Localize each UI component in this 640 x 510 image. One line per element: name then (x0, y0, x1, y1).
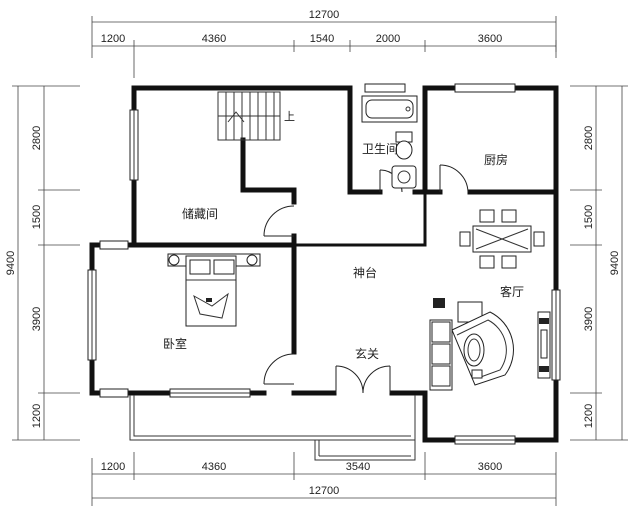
dim-top-total: 12700 (309, 9, 340, 21)
dim-left-total: 9400 (5, 251, 17, 275)
dim-top-seg-3: 1540 (310, 33, 334, 45)
front-porch (129, 395, 416, 461)
dim-top-seg-1: 1200 (101, 33, 125, 45)
dim-left-seg-3: 3900 (31, 307, 43, 331)
dim-bottom-seg-3: 3540 (346, 461, 370, 473)
dim-top-seg-5: 3600 (478, 33, 502, 45)
dimension-labels: 12700 1200 4360 1540 2000 3600 1200 4360… (5, 9, 621, 497)
dim-left-seg-4: 1200 (31, 404, 43, 428)
dim-right-seg-2: 1500 (583, 205, 595, 229)
dimension-lines (12, 16, 628, 506)
dim-top-seg-4: 2000 (376, 33, 400, 45)
room-label-storage: 储藏间 (182, 206, 218, 221)
room-label-bathroom: 卫生间 (362, 142, 398, 156)
room-label-altar: 神台 (353, 265, 377, 280)
dim-right-seg-1: 2800 (583, 126, 595, 150)
dim-top-seg-2: 4360 (202, 33, 226, 45)
dim-bottom-seg-1: 1200 (101, 461, 125, 473)
windows (87, 83, 561, 445)
dining-table (459, 209, 545, 269)
bed (167, 253, 261, 327)
dim-right-total: 9400 (609, 251, 621, 275)
dim-right-seg-3: 3900 (583, 307, 595, 331)
room-labels: 储藏间 卫生间 厨房 客厅 神台 卧室 玄关 (163, 142, 524, 361)
staircase: 上 (217, 91, 295, 141)
room-label-entrance: 玄关 (355, 346, 379, 361)
dim-bottom-total: 12700 (309, 485, 340, 497)
room-label-bedroom: 卧室 (163, 336, 187, 351)
dim-bottom-seg-4: 3600 (478, 461, 502, 473)
bathroom-fixtures (361, 95, 418, 189)
dim-bottom-seg-2: 4360 (202, 461, 226, 473)
doors (263, 164, 469, 394)
room-label-kitchen: 厨房 (484, 152, 508, 167)
sofa-set (429, 298, 551, 391)
dim-left-seg-1: 2800 (31, 126, 43, 150)
interior-walls (131, 85, 559, 355)
room-label-living: 客厅 (500, 284, 524, 299)
dim-left-seg-2: 1500 (31, 205, 43, 229)
stair-up-label: 上 (284, 110, 295, 123)
dim-right-seg-4: 1200 (583, 404, 595, 428)
